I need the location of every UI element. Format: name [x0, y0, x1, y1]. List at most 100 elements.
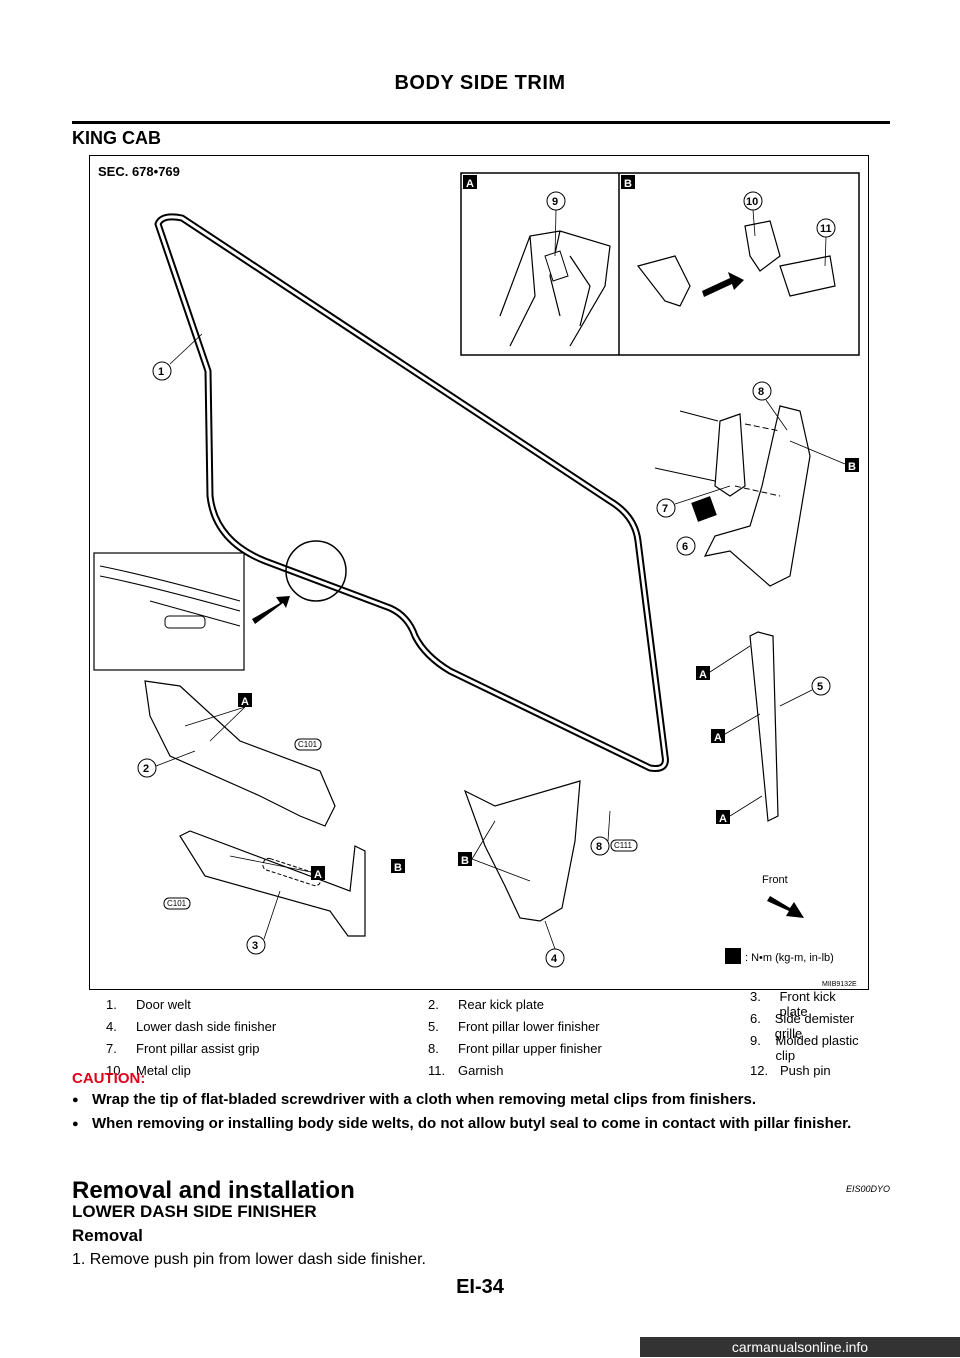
legend-number: 4. [106, 1018, 117, 1034]
svg-text:A: A [314, 869, 322, 881]
legend-row: 7. Front pillar assist grip 8. Front pillar… [106, 1033, 866, 1063]
legend-item: 1.Door welt [106, 997, 428, 1012]
exploded-view-figure: SEC. 678•769 A B [89, 155, 869, 990]
legend-label: Front kick plate [779, 989, 836, 1019]
legend-number: 5. [428, 1018, 439, 1034]
marker-a-2 [711, 729, 725, 743]
inset-arrow-icon [252, 596, 290, 624]
section-label: SEC. 678•769 [98, 164, 180, 179]
caution-block: CAUTION: ● Wrap the tip of flat-bladed s… [72, 1070, 892, 1138]
svg-text:8: 8 [758, 386, 764, 398]
callout-3 [246, 935, 266, 955]
svg-text:11: 11 [820, 223, 832, 235]
marker-a-1 [696, 666, 710, 680]
caution-item: ● Wrap the tip of flat-bladed screwdrive… [72, 1091, 757, 1108]
svg-text:C101: C101 [167, 899, 187, 908]
caution-title: CAUTION: [72, 1070, 146, 1087]
marker-a-front [311, 866, 325, 880]
doc-code: EIS00DYO [845, 1184, 890, 1194]
svg-text:A: A [714, 732, 722, 744]
wrench-icon [725, 948, 741, 964]
pillar-upper-finisher [703, 405, 811, 587]
svg-text:8: 8 [596, 841, 602, 853]
legend-number: 8. [428, 1040, 439, 1056]
svg-text:A: A [719, 813, 727, 825]
marker-b-pillar [845, 458, 859, 472]
metal-clip-sketch [636, 220, 836, 307]
legend-label: Front pillar assist grip [136, 1040, 260, 1056]
front-kick-plate [179, 830, 366, 937]
page-title: BODY SIDE TRIM [394, 72, 566, 94]
figure-id: MIIB9132E [822, 981, 857, 988]
legend-item: 2. Rear kick plate [428, 997, 750, 1012]
detail-a-tag [463, 175, 477, 189]
bullet-icon: ● [72, 1118, 79, 1130]
legend-label: Molded plastic clip [775, 1033, 859, 1063]
callout-2 [137, 758, 157, 778]
legend-item: 3. Front kick plate [750, 989, 866, 1019]
magnify-circle [285, 540, 347, 602]
marker-a-rear [238, 693, 252, 707]
clip-c111 [610, 839, 638, 852]
watermark[interactable]: carmanualsonline.info [640, 1337, 960, 1357]
legend-label: Front pillar upper finisher [458, 1040, 602, 1056]
subheading-removal: Removal [72, 1226, 143, 1245]
legend-label: Side demister grille [774, 1011, 855, 1041]
svg-text:A: A [699, 669, 707, 681]
legend-number: 10. [106, 1062, 125, 1078]
svg-text:6: 6 [682, 541, 688, 553]
page-number: EI-34 [456, 1276, 504, 1298]
marker-b-front [391, 859, 405, 873]
legend-label: Push pin [780, 1062, 831, 1078]
callout-7 [656, 498, 676, 518]
lower-dash-finisher [463, 780, 581, 922]
legend-number: 12. [750, 1062, 769, 1078]
legend-number: 3. [750, 989, 761, 1004]
svg-text:7: 7 [662, 503, 668, 515]
callout-8-bottom [590, 836, 610, 856]
svg-text:3: 3 [252, 940, 258, 952]
legend-number: 9. [750, 1033, 761, 1048]
clip-c101-front [163, 897, 191, 910]
legend-label: Rear kick plate [458, 996, 544, 1012]
legend-number: 11. [428, 1062, 446, 1078]
molded-clip-sketch [499, 230, 611, 347]
detail-box [460, 172, 860, 356]
svg-text:B: B [848, 461, 856, 473]
legend-item: 10.Metal clip [106, 1063, 428, 1078]
removal-heading: Removal and installation [72, 1177, 355, 1204]
arrow-icon [702, 272, 744, 297]
legend-item: 9. Molded plastic clip [750, 1033, 866, 1063]
legend-number: 7. [106, 1040, 117, 1056]
svg-text:4: 4 [551, 953, 558, 965]
clip-c101-rear [294, 738, 322, 751]
legend-item: 4. Lower dash side finisher [106, 1019, 428, 1034]
step-1: 1. Remove push pin from lower dash side … [72, 1251, 426, 1268]
marker-a-3 [716, 810, 730, 824]
callout-1 [152, 361, 172, 381]
door-welt-inner [156, 215, 667, 770]
legend-item: 7. Front pillar assist grip [106, 1041, 428, 1056]
front-label: Front [762, 874, 788, 886]
assist-grip [714, 413, 746, 497]
svg-text:A: A [466, 178, 474, 190]
legend-label: Garnish [458, 1062, 504, 1078]
figure-drawing: SEC. 678•769 A B [93, 164, 860, 988]
svg-text:B: B [461, 855, 469, 867]
svg-text:C101: C101 [298, 740, 318, 749]
svg-text:B: B [394, 862, 402, 874]
legend-number: 2. [428, 996, 439, 1012]
caution-item: ● When removing or installing body side … [72, 1115, 852, 1132]
section-title: KING CAB [72, 128, 161, 148]
legend-item: 8. Front pillar upper finisher [428, 1041, 750, 1056]
detail-b-tag [621, 175, 635, 189]
legend-label: Lower dash side finisher [136, 1018, 277, 1034]
rear-kick-plate [144, 680, 336, 827]
legend-label: Door welt [136, 996, 191, 1012]
subheading: LOWER DASH SIDE FINISHER [72, 1202, 317, 1221]
svg-text:C111: C111 [614, 841, 632, 850]
